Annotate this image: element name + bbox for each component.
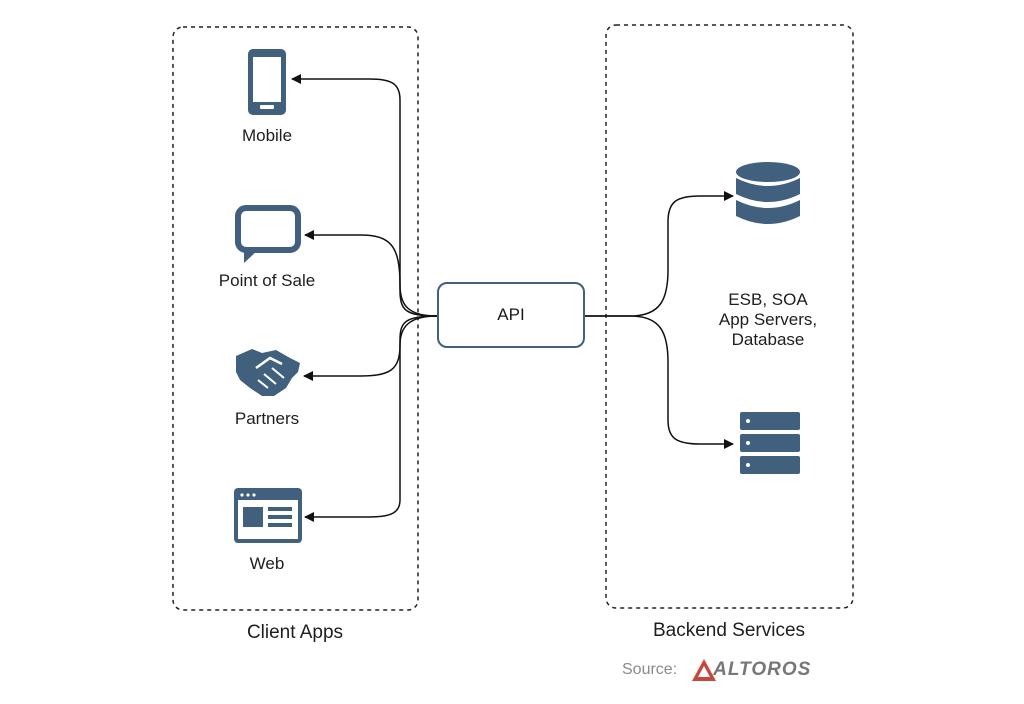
backend-line-3: Database [731,330,805,349]
altoros-brand: ALTOROS [713,659,812,680]
connector-api-pos [304,230,438,317]
backend-description: ESB, SOA App Servers, Database [719,290,817,350]
client-apps-container [172,26,419,611]
backend-services-label: Backend Services [652,620,806,641]
connector-api-web [304,315,438,522]
web-page-icon [234,488,302,543]
backend-line-1: ESB, SOA [728,290,808,309]
source-attribution: Source: ALTOROS [622,659,811,681]
altoros-logo-icon [692,659,716,681]
api-node: API [437,282,585,348]
connector-api-database [585,191,734,317]
partners-label: Partners [234,409,300,428]
api-label: API [497,305,525,324]
mobile-phone-icon [248,49,286,115]
connector-api-mobile [291,74,438,317]
client-apps-label: Client Apps [246,622,344,643]
point-of-sale-label: Point of Sale [218,271,316,290]
mobile-label: Mobile [241,126,293,145]
handshake-icon [236,349,300,396]
backend-line-2: App Servers, [718,310,818,329]
chat-bubble-icon [235,205,301,263]
database-icon [736,162,800,224]
server-stack-icon [740,412,800,474]
source-prefix: Source: [622,661,678,678]
connector-api-partners [303,315,438,381]
connector-api-servers [585,315,734,449]
web-label: Web [249,554,285,573]
